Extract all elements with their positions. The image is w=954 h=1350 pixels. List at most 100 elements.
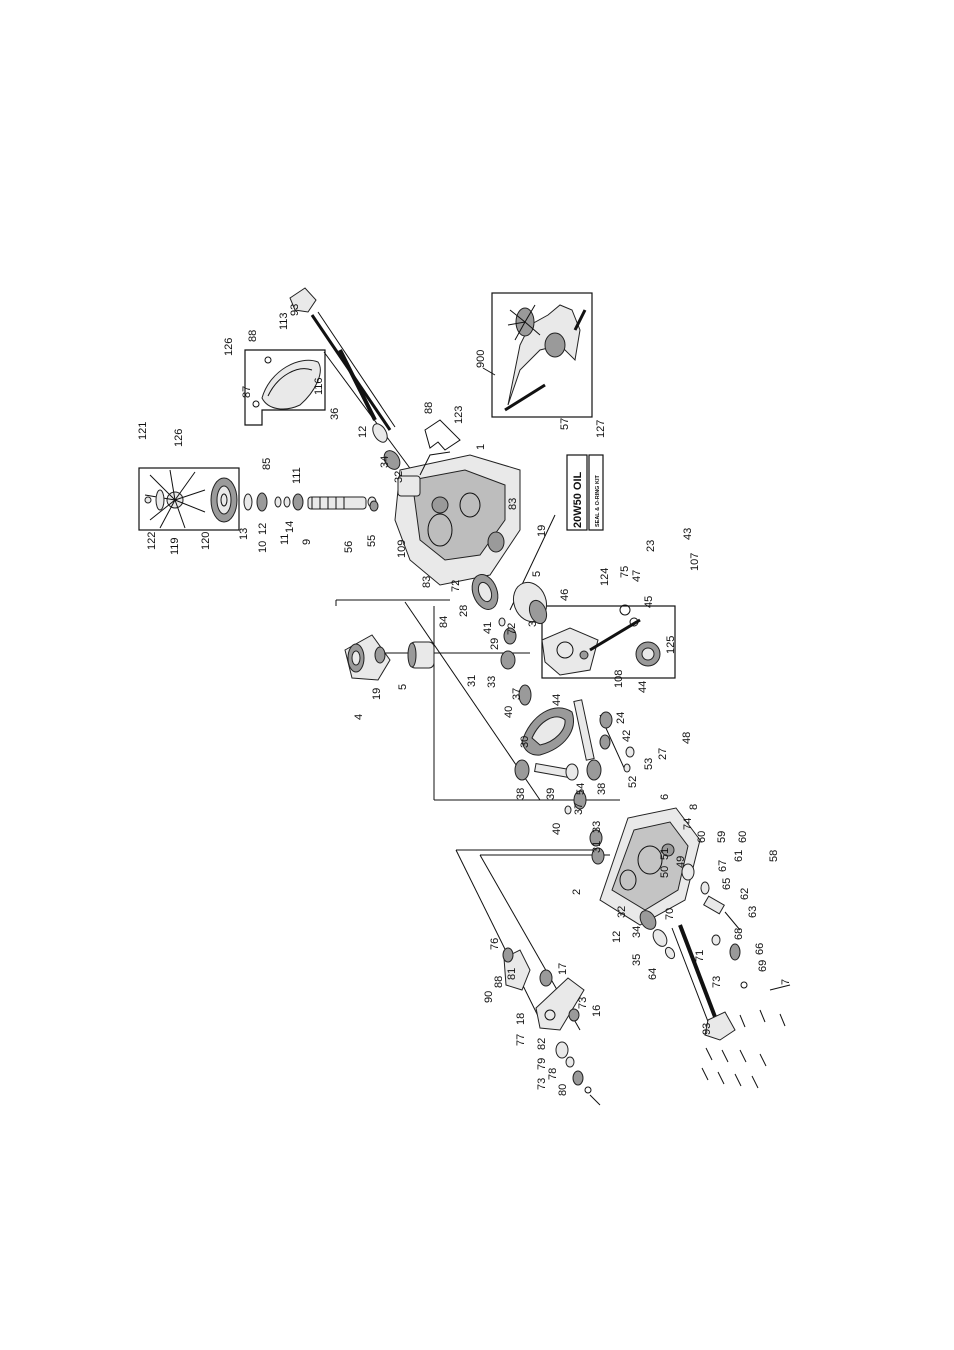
callout-label: 16 [591, 1005, 603, 1017]
lever-assembly [502, 947, 601, 1106]
ring-gear-30 [521, 707, 574, 756]
callout-label: 93 [701, 1023, 713, 1035]
bracket-93-bottom [704, 1011, 736, 1041]
callout-label: 39 [545, 788, 557, 800]
callout-label: 62 [739, 888, 751, 900]
callout-label: 76 [489, 938, 501, 950]
callout-label: 40 [503, 706, 515, 718]
callout-label: 71 [694, 950, 706, 962]
carrier-5-lower [407, 641, 435, 669]
callout-label: 58 [768, 850, 780, 862]
callout-label: 88 [423, 402, 435, 414]
callout-label: 43 [682, 528, 694, 540]
callout-label: 77 [515, 1034, 527, 1046]
callout-label: 11 [279, 534, 291, 545]
callout-label: 63 [747, 906, 759, 918]
callout-label: 12 [611, 931, 623, 943]
callout-label: 12 [257, 523, 269, 535]
callout-label: 37 [511, 688, 523, 700]
callout-label: 64 [647, 968, 659, 980]
callout-label: 32 [393, 471, 405, 483]
callout-label: 80 [557, 1084, 569, 1096]
oil-label-text: 20W50 OIL [572, 471, 584, 528]
callout-label: 109 [396, 540, 408, 558]
callout-label: 44 [637, 681, 649, 693]
callout-label: 65 [721, 878, 733, 890]
callout-label: 40 [551, 823, 563, 835]
shafts [307, 311, 722, 1033]
callout-label: 36 [329, 408, 341, 420]
callout-label: 31 [466, 675, 478, 687]
leader-lines [323, 351, 626, 1031]
bracket-93-top [289, 287, 317, 313]
callout-label: 56 [343, 541, 355, 553]
callout-label: 8 [688, 804, 700, 810]
callout-label: 119 [169, 537, 181, 555]
lower-housing [599, 807, 701, 926]
callout-label: 33 [486, 676, 498, 688]
callout-label: 59 [716, 831, 728, 843]
callout-label: 23 [645, 540, 657, 552]
callout-label: 66 [754, 943, 766, 955]
callout-label: 53 [643, 758, 655, 770]
callout-label: 125 [665, 636, 677, 654]
callout-label: 19 [371, 688, 383, 700]
callout-label: 6 [659, 794, 671, 800]
bearing-19-upper [487, 531, 505, 553]
fan-assembly-box [138, 467, 240, 531]
callout-label: 88 [493, 976, 505, 988]
oil-kit-label: 20W50 OIL [566, 454, 588, 531]
brake-parts [541, 604, 661, 676]
callout-label: 108 [613, 670, 625, 688]
callout-label: 46 [559, 589, 571, 601]
assembly-number-label: 900 [475, 350, 487, 368]
callout-label: 2 [571, 889, 583, 895]
callout-label: 35 [631, 954, 643, 966]
fan-assembly [144, 469, 238, 529]
callout-label: 60 [696, 831, 708, 843]
callout-label: 69 [757, 960, 769, 972]
callout-label: 73 [711, 976, 723, 988]
callout-label: 7 [780, 979, 792, 985]
assembled-unit-box [491, 292, 593, 418]
callout-label: 18 [515, 1013, 527, 1025]
callout-label: 67 [717, 860, 729, 872]
callout-label: 4 [353, 714, 365, 720]
bracket-123 [424, 419, 461, 451]
callout-label: 5 [531, 571, 543, 577]
callout-label: 79 [536, 1058, 548, 1070]
callout-label: 50 [659, 866, 671, 878]
control-arm-parts [681, 863, 748, 989]
upper-housing [394, 451, 521, 586]
cover-assembly-box [244, 349, 326, 426]
callout-label: 57 [559, 418, 571, 430]
gear-37-upper [518, 684, 532, 706]
callout-label: 31 [591, 841, 603, 853]
callout-label: 113 [278, 312, 290, 330]
callout-label: 107 [689, 553, 701, 571]
callout-label: 42 [621, 730, 633, 742]
callout-label: 34 [631, 926, 643, 938]
callout-label: 68 [733, 928, 745, 940]
callout-label: 32 [616, 906, 628, 918]
callout-label: 121 [137, 422, 149, 440]
callout-label: 126 [223, 338, 235, 356]
callout-label: 127 [595, 420, 607, 438]
callout-label: 24 [615, 712, 627, 724]
callout-label: 73 [577, 997, 589, 1009]
callout-label: 1 [475, 444, 487, 450]
callout-label: 126 [173, 429, 185, 447]
callout-label: 12 [357, 426, 369, 438]
callout-label: 10 [257, 541, 269, 553]
callout-label: 120 [200, 532, 212, 550]
callout-label: 122 [146, 532, 158, 550]
callout-label: 116 [313, 377, 325, 395]
callout-label: 3 [527, 621, 539, 627]
callout-label: 54 [575, 783, 587, 795]
callout-label: 29 [489, 638, 501, 650]
gear-28 [471, 574, 499, 610]
callout-label: 38 [515, 788, 527, 800]
callout-label: 27 [657, 748, 669, 760]
callout-label: 123 [453, 406, 465, 424]
